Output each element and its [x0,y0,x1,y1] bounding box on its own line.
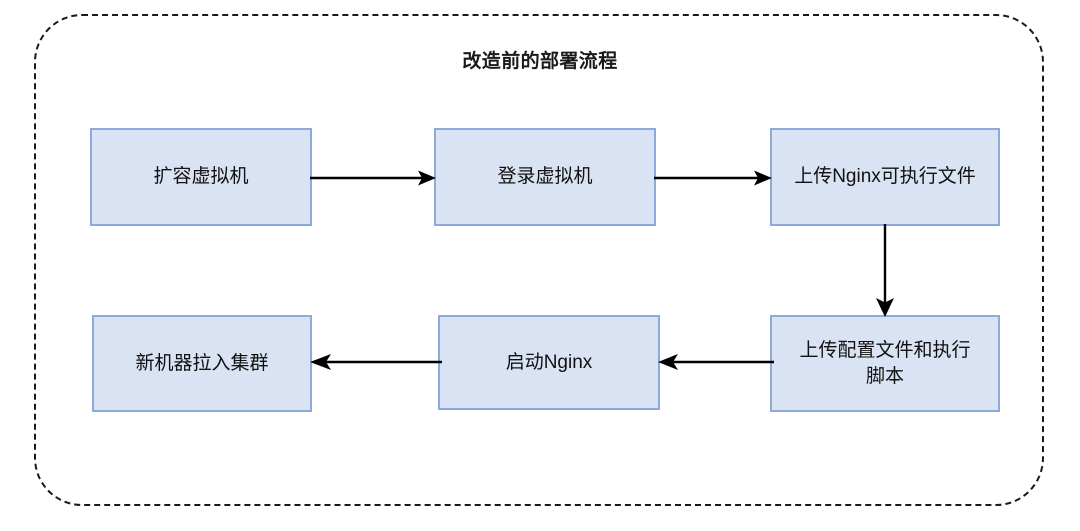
node-join-cluster-label: 新机器拉入集群 [135,352,269,374]
node-start-nginx-label: 启动Nginx [505,351,593,373]
connector-start-nginx-to-join-cluster [308,344,442,380]
node-start-nginx[interactable]: 启动Nginx [438,315,660,410]
node-login-vm-label: 登录虚拟机 [497,166,593,188]
node-expand-vm-label: 扩容虚拟机 [153,166,249,188]
diagram-title: 改造前的部署流程 [462,51,618,72]
node-login-vm[interactable]: 登录虚拟机 [434,128,656,226]
connector-login-vm-to-upload-nginx-binary [654,160,774,196]
node-upload-config-and-script[interactable]: 上传配置文件和执行 脚本 [770,315,1000,412]
node-upload-nginx-binary-label: 上传Nginx可执行文件 [794,166,976,188]
connector-upload-nginx-binary-to-upload-config [866,224,906,319]
node-upload-config-and-script-label: 上传配置文件和执行 脚本 [799,339,971,387]
connector-upload-config-to-start-nginx [656,344,774,380]
node-upload-nginx-binary[interactable]: 上传Nginx可执行文件 [770,128,1000,226]
node-expand-vm[interactable]: 扩容虚拟机 [90,128,312,226]
connector-expand-vm-to-login-vm [310,160,438,196]
node-join-cluster[interactable]: 新机器拉入集群 [92,315,312,412]
diagram-group-frame [34,14,1044,506]
